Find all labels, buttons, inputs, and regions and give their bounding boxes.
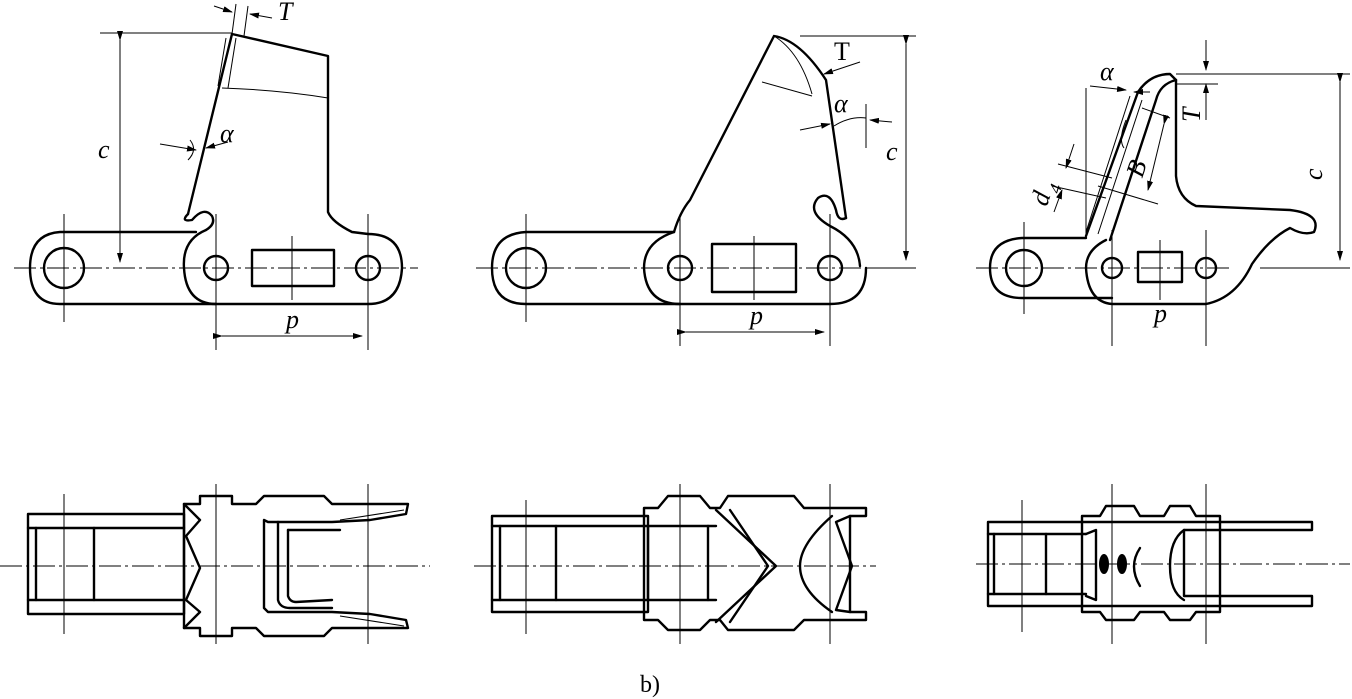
link-plan-view-3: [976, 484, 1350, 644]
link-side-view-2: T α c p: [476, 34, 916, 346]
figure-caption: b): [640, 672, 660, 698]
link-plan-view-1: [0, 484, 430, 644]
label-T-3: T: [1177, 106, 1206, 122]
label-alpha: α: [220, 119, 235, 148]
label-p-2: p: [748, 301, 763, 330]
link-side-view-1: T α c p: [14, 0, 418, 350]
label-p-3: p: [1152, 299, 1167, 328]
label-T: T: [278, 0, 294, 26]
link-side-view-3: α T c p B d 4: [976, 40, 1350, 346]
label-T-2: T: [834, 37, 850, 66]
label-alpha-3: α: [1100, 57, 1115, 86]
label-d4-subscript: 4: [1045, 181, 1066, 195]
label-c-3: c: [1299, 168, 1328, 180]
label-c-2: c: [886, 137, 898, 166]
label-alpha-2: α: [834, 89, 849, 118]
label-p: p: [284, 305, 299, 334]
link-plan-view-2: [474, 484, 876, 644]
label-c: c: [98, 135, 110, 164]
